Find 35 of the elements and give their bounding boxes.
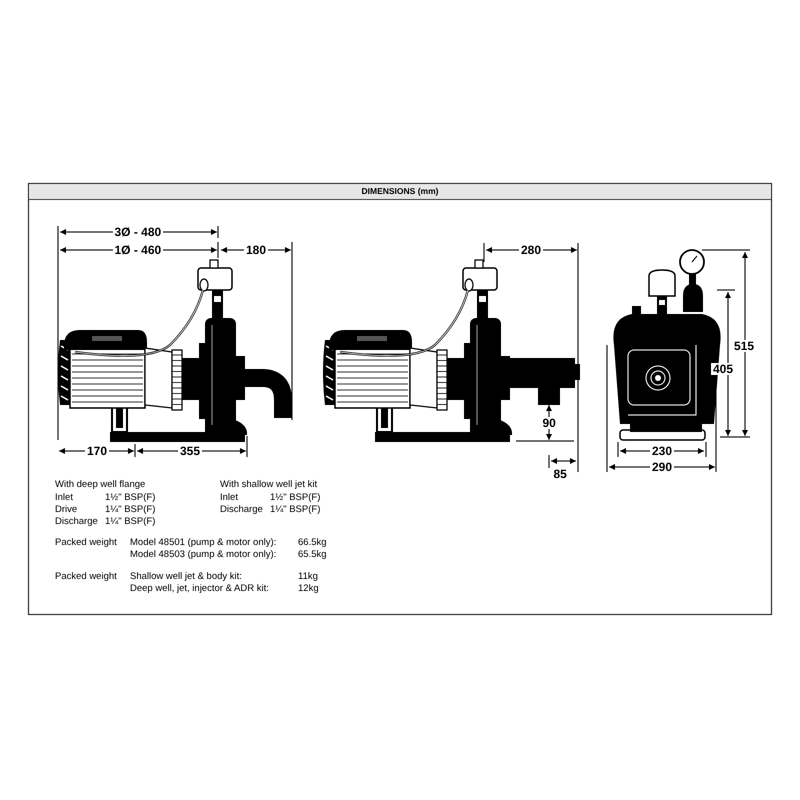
dimension-value: 170 [85, 445, 110, 457]
spec-text: Deep well, jet, injector & ADR kit: [130, 584, 269, 594]
spec-text: 1¼" BSP(F) [105, 505, 156, 514]
spec-text: With deep well flange [55, 480, 146, 490]
spec-text: Model 48501 (pump & motor only): [130, 538, 276, 548]
spec-text: 1¼" BSP(F) [270, 505, 320, 514]
dimension-value: 1Ø - 460 [112, 244, 164, 256]
spec-text: 1½" BSP(F) [105, 493, 156, 502]
spec-text: Packed weight [55, 572, 117, 582]
dimension-value: 280 [519, 244, 544, 256]
spec-text: 12kg [298, 584, 319, 594]
spec-text: Shallow well jet & body kit: [130, 572, 242, 582]
spec-text: Drive [55, 505, 78, 514]
spec-text: Inlet [55, 493, 73, 502]
spec-text: Inlet [220, 493, 238, 502]
dimension-value: 290 [650, 461, 674, 473]
spec-text: 11kg [298, 572, 318, 582]
dimension-value: 230 [650, 445, 674, 457]
header-bar: DIMENSIONS (mm) [29, 184, 771, 200]
spec-text: Discharge [220, 505, 263, 514]
spec-text: Packed weight [55, 538, 117, 548]
spec-text: 1¼" BSP(F) [105, 517, 156, 526]
dimension-value: 180 [244, 244, 268, 256]
spec-text: 1½" BSP(F) [270, 493, 320, 502]
dimension-value: 90 [540, 417, 558, 429]
spec-text: 66.5kg [298, 538, 327, 548]
spec-text: Discharge [55, 517, 98, 526]
dimension-value: 405 [711, 363, 736, 375]
dimension-value: 85 [552, 468, 569, 480]
spec-text: Model 48503 (pump & motor only): [130, 550, 276, 560]
dimension-value: 3Ø - 480 [112, 226, 164, 238]
dimension-value: 355 [178, 445, 202, 457]
dimension-value: 515 [732, 340, 756, 352]
spec-text: With shallow well jet kit [220, 480, 318, 490]
spec-text: 65.5kg [298, 550, 327, 560]
